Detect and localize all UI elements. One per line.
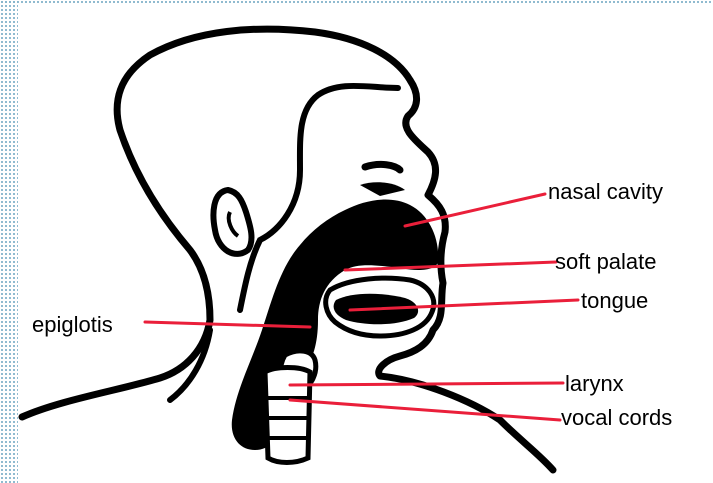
label-larynx: larynx <box>565 372 624 396</box>
label-vocal-cords: vocal cords <box>561 406 672 430</box>
label-epiglottis: epiglotis <box>32 313 113 337</box>
eye <box>360 182 405 196</box>
eye-brow <box>365 164 400 170</box>
ear <box>213 190 251 254</box>
pointer-vocal-cords <box>290 400 560 420</box>
label-nasal-cavity: nasal cavity <box>548 180 663 204</box>
trachea <box>265 368 310 463</box>
label-soft-palate: soft palate <box>555 250 657 274</box>
pointer-nasal-cavity <box>405 194 545 226</box>
pointer-larynx <box>290 383 563 385</box>
label-tongue: tongue <box>581 289 648 313</box>
ear-inner <box>229 212 238 236</box>
